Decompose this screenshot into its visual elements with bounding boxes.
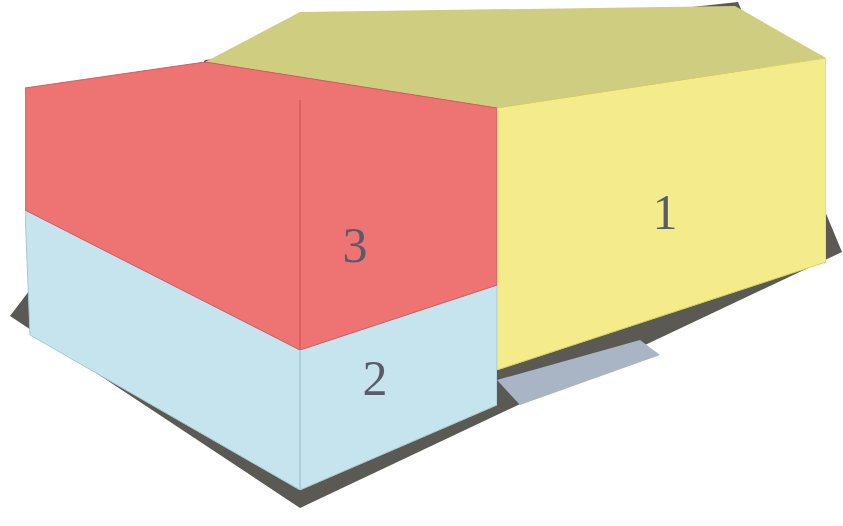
corner-edge (299, 100, 301, 350)
corner-edge (299, 350, 301, 490)
block-face (25, 62, 497, 350)
yellow-block: 1 (497, 58, 826, 370)
red-block: 3 (25, 62, 497, 350)
callout-number: 3 (343, 220, 368, 270)
callout-number: 2 (363, 353, 388, 403)
block-face (497, 58, 826, 370)
block-face (25, 62, 497, 350)
callout-number: 1 (653, 187, 678, 237)
ground-plane (10, 2, 842, 508)
